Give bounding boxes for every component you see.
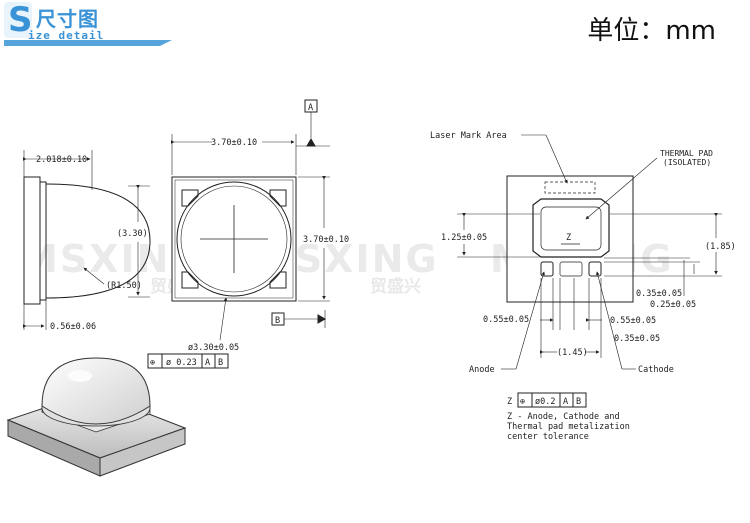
center-z-label: Z (566, 233, 571, 243)
dim-035-a: 0.35±0.05 (636, 289, 682, 299)
bottom-tol-value: ø0.2 (535, 397, 555, 407)
datum-b-label: B (275, 316, 280, 326)
note-line-1: Z - Anode, Cathode and (507, 412, 620, 422)
top-tol-symbol: ⊕ (150, 358, 155, 368)
dim-055-left: 0.55±0.05 (483, 315, 529, 325)
bottom-dim-left: 1.25±0.05 (441, 233, 487, 243)
thermal-pad-label: THERMAL PAD (660, 149, 713, 158)
note-line-3: center tolerance (507, 432, 589, 442)
unit-label: 单位：mm (587, 16, 716, 46)
cathode-label: Cathode (638, 365, 674, 375)
side-dim-top: 2.018±0.10 (36, 155, 87, 165)
top-tol-ref-a: A (205, 358, 210, 368)
top-dim-height: 3.70±0.10 (303, 235, 349, 245)
bottom-view (457, 134, 722, 408)
tab-title-cn: 尺寸图 (36, 7, 99, 31)
tab-background (0, 0, 175, 48)
dim-145: (1.45) (557, 348, 588, 358)
thermal-pad-sub: (ISOLATED) (663, 158, 711, 167)
tol-z-label: Z (507, 397, 512, 407)
top-view (147, 99, 330, 369)
laser-mark-label: Laser Mark Area (430, 131, 507, 141)
anode-label: Anode (469, 365, 495, 375)
watermark-cn-2: 贸盛兴 (370, 276, 421, 297)
bottom-tol-symbol: ⊕ (520, 397, 525, 407)
side-dim-bottom: 0.56±0.06 (50, 322, 96, 332)
tab-letter: S (8, 0, 33, 40)
datum-a-label: A (308, 103, 313, 113)
dim-025: 0.25±0.05 (650, 300, 696, 310)
top-tol-value: ø 0.23 (166, 358, 197, 368)
side-view (23, 150, 151, 330)
bottom-tol-ref-b: B (576, 397, 581, 407)
note-line-2: Thermal pad metalization (507, 422, 630, 432)
lens-diameter: ø3.30±0.05 (188, 343, 239, 353)
dim-035-b: 0.35±0.05 (614, 334, 660, 344)
top-dim-width: 3.70±0.10 (211, 138, 257, 148)
top-tol-ref-b: B (218, 358, 223, 368)
bottom-dim-right: (1.85) (705, 242, 736, 252)
size-detail-tab: S 尺寸图 ize detail (0, 0, 175, 48)
watermark-text-1: MSXING (20, 237, 204, 281)
bottom-tol-ref-a: A (563, 397, 568, 407)
dim-055-right: 0.55±0.05 (610, 316, 656, 326)
side-dim-height: (3.30) (117, 229, 148, 239)
package-3d-illustration (6, 357, 187, 477)
side-radius: (R1.50) (106, 281, 142, 291)
tab-title-en: ize detail (28, 29, 105, 42)
